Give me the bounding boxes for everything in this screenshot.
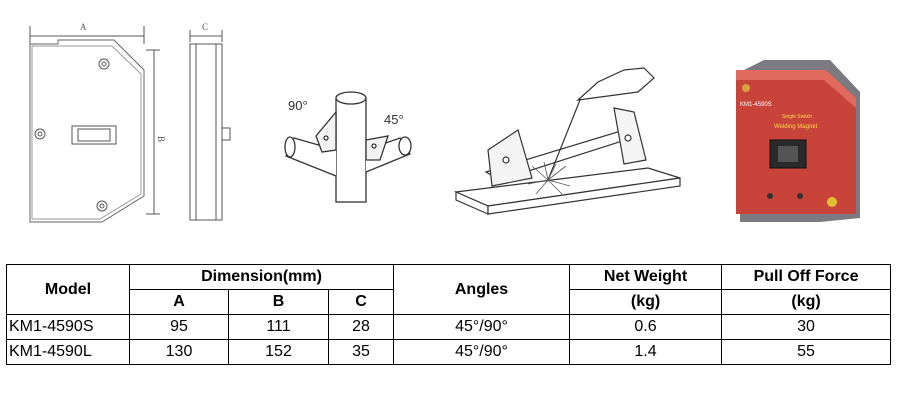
cell-pull-off-force: 55 bbox=[721, 339, 892, 365]
cell-c: 35 bbox=[327, 339, 395, 365]
front-view-drawing: A B bbox=[29, 22, 166, 223]
header-angles: Angles bbox=[393, 264, 571, 315]
header-pull-off-force: Pull Off Force bbox=[721, 264, 892, 290]
table-row: KM1-4590L 130 152 35 45°/90° 1.4 55 bbox=[6, 339, 892, 365]
dimension-label-c: C bbox=[202, 22, 208, 32]
header-dimension-a: A bbox=[129, 289, 229, 315]
cell-a: 130 bbox=[129, 339, 229, 365]
angle-label-90: 90° bbox=[288, 98, 308, 113]
cell-net-weight: 0.6 bbox=[569, 314, 723, 340]
cell-b: 152 bbox=[228, 339, 329, 365]
table-row: KM1-4590S 95 111 28 45°/90° 0.6 30 bbox=[6, 314, 892, 340]
cell-pull-off-force: 30 bbox=[721, 314, 892, 340]
cell-a: 95 bbox=[129, 314, 229, 340]
product-brand-text: KM1-4590S bbox=[740, 102, 772, 108]
header-net-weight: Net Weight bbox=[569, 264, 723, 290]
product-sub-text: Single Switch bbox=[782, 114, 812, 120]
welding-illustration bbox=[453, 67, 681, 215]
header-net-weight-unit: (kg) bbox=[569, 289, 723, 315]
specification-table: Model Dimension(mm) Angles Net Weight Pu… bbox=[6, 264, 892, 365]
pipe-usage-illustration: 90° 45° bbox=[284, 91, 412, 203]
side-view-drawing: C bbox=[189, 22, 231, 221]
product-title-text: Welding Magnet bbox=[774, 124, 818, 130]
cell-c: 28 bbox=[327, 314, 395, 340]
dimension-label-a: A bbox=[80, 22, 87, 32]
cell-model: KM1-4590L bbox=[6, 339, 130, 365]
header-model: Model bbox=[6, 264, 130, 315]
cell-angles: 45°/90° bbox=[393, 314, 571, 340]
angle-label-45: 45° bbox=[384, 112, 404, 127]
cell-b: 111 bbox=[228, 314, 329, 340]
cell-model: KM1-4590S bbox=[6, 314, 130, 340]
header-pull-off-force-unit: (kg) bbox=[721, 289, 892, 315]
header-dimension: Dimension(mm) bbox=[128, 264, 395, 290]
header-dimension-c: C bbox=[327, 289, 395, 315]
cell-angles: 45°/90° bbox=[393, 339, 571, 365]
header-dimension-b: B bbox=[228, 289, 329, 315]
cell-net-weight: 1.4 bbox=[569, 339, 723, 365]
dimension-label-b: B bbox=[156, 136, 166, 142]
product-photo: KM1-4590S Single Switch Welding Magnet bbox=[736, 60, 860, 222]
